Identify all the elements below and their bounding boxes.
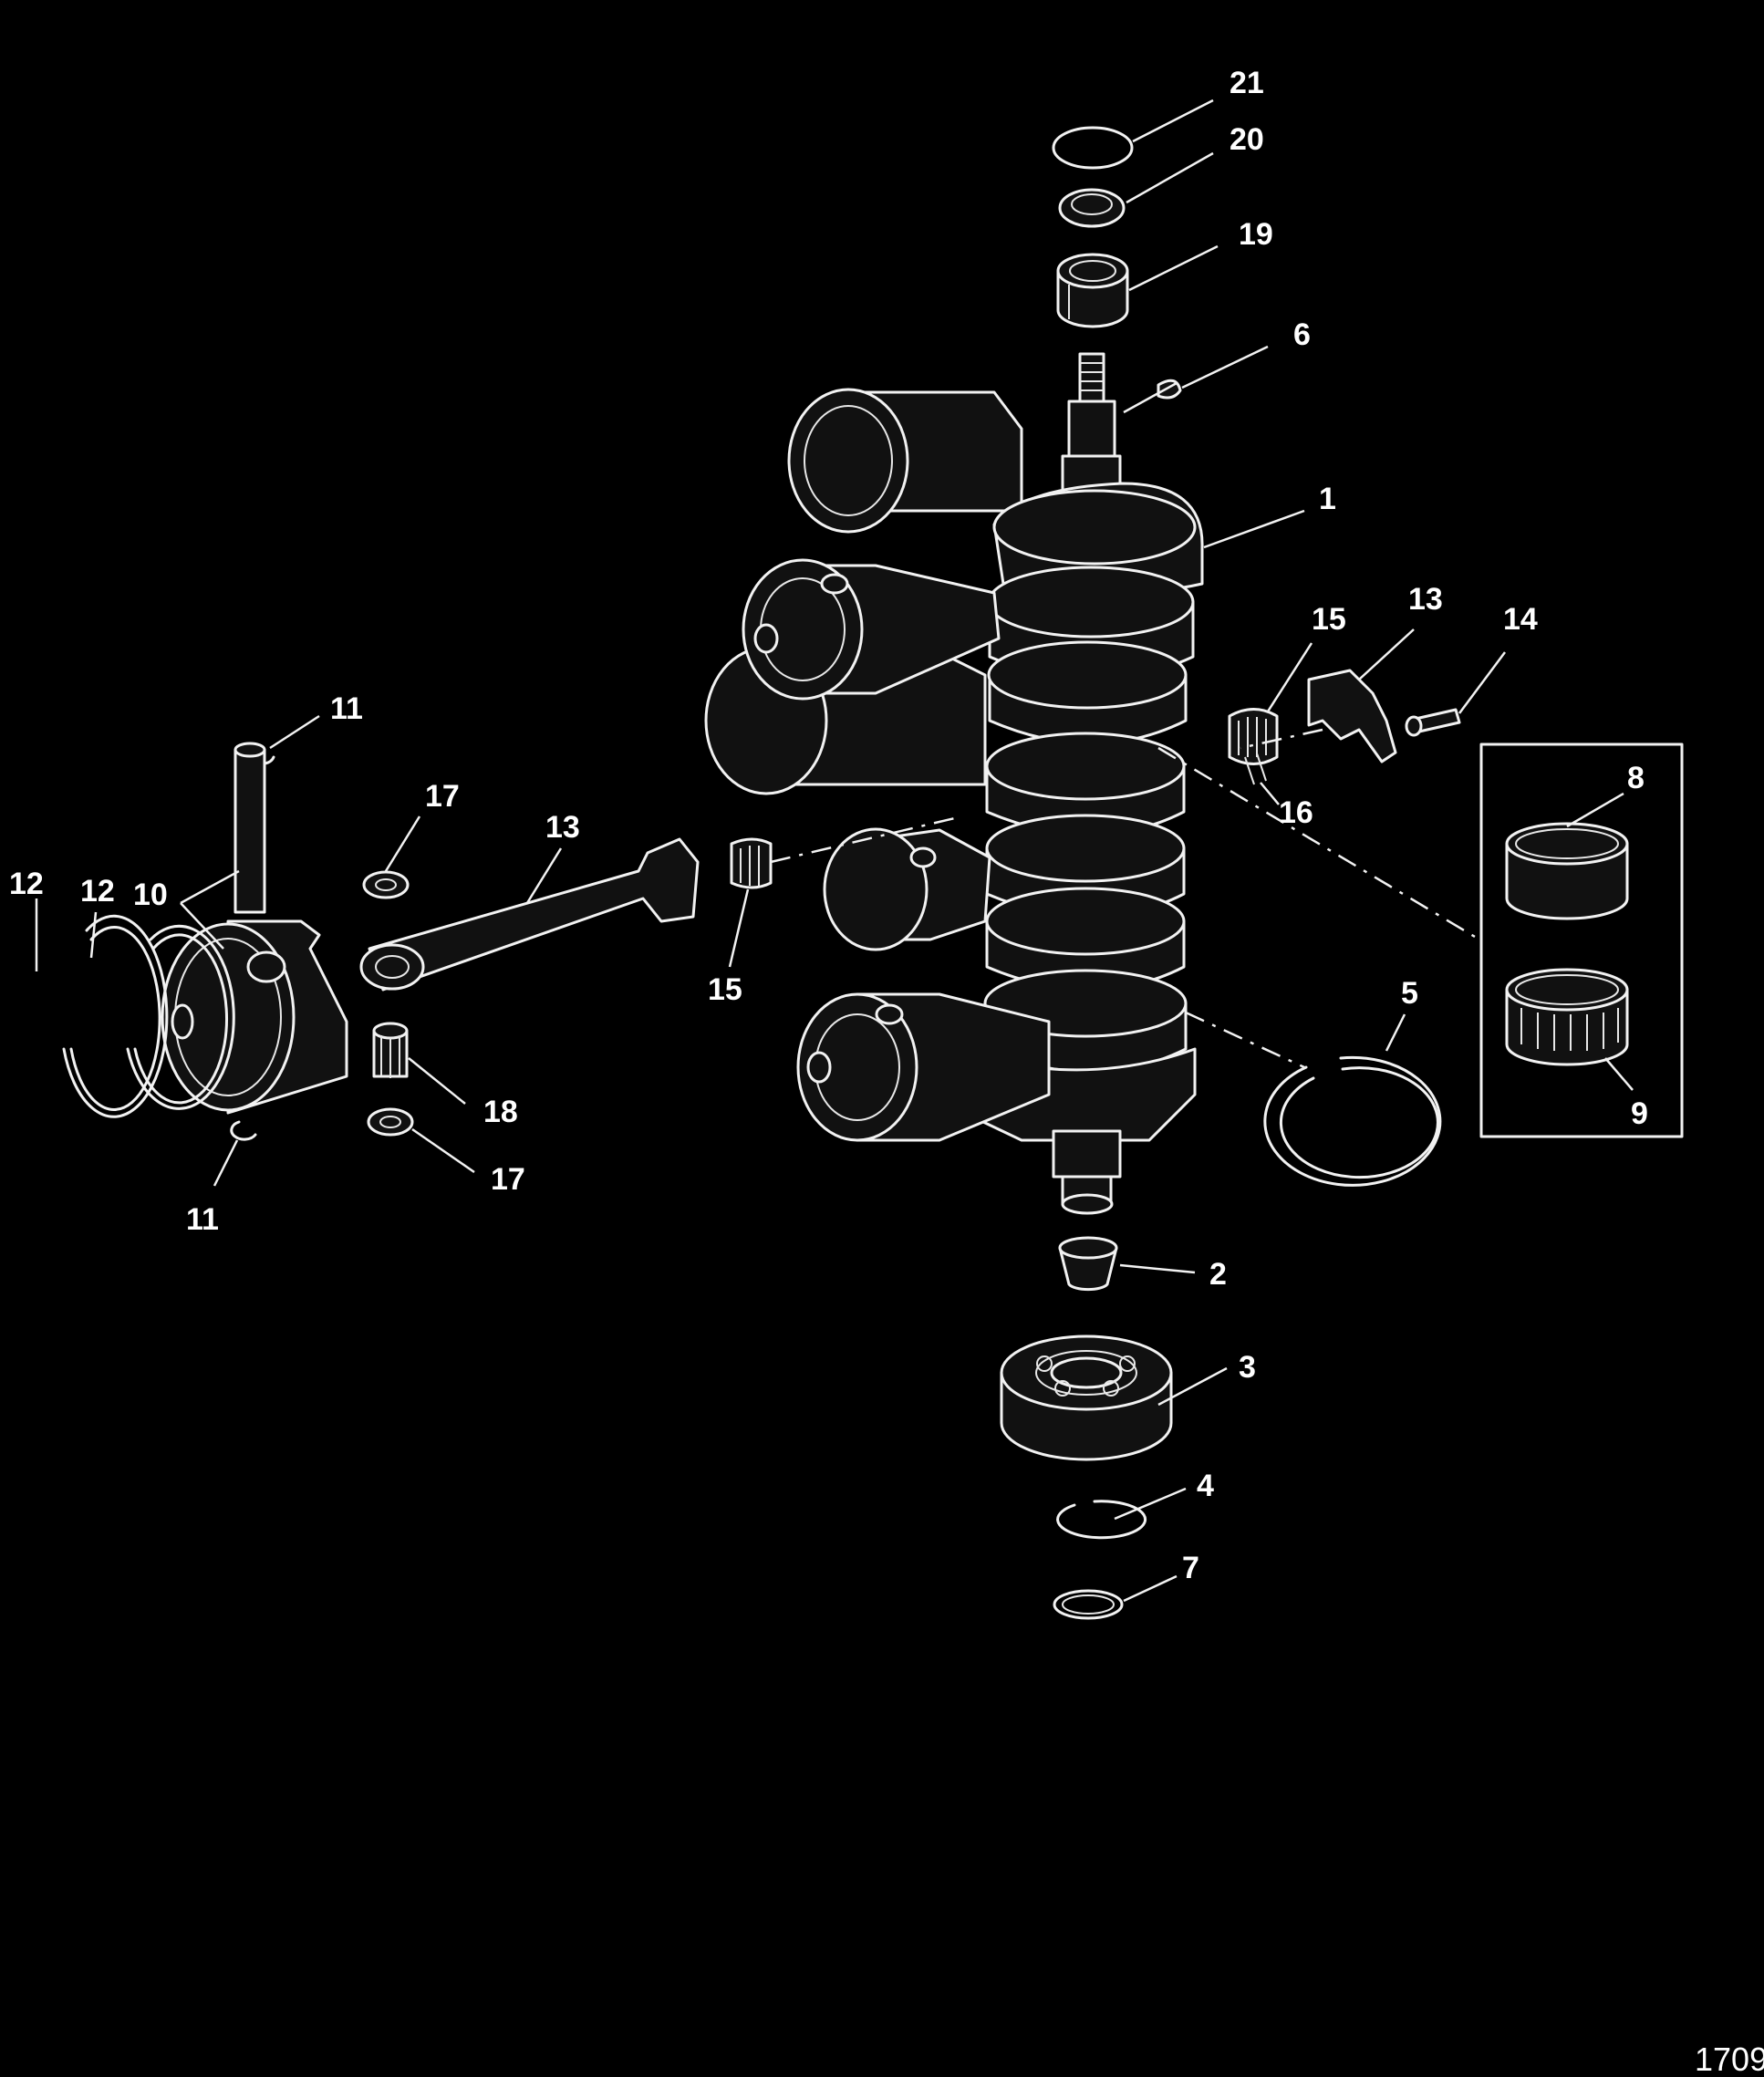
callout-15-left: 15	[708, 972, 742, 1007]
part-12-piston-ring-outer	[62, 914, 169, 1118]
part-4-retaining-ring	[1056, 1500, 1147, 1540]
part-3-ball-bearing	[1000, 1334, 1173, 1461]
part-15-needle-bearing-right	[1228, 708, 1279, 765]
callout-12-inner: 12	[80, 874, 115, 909]
callout-13-right: 13	[1408, 582, 1443, 617]
callout-11-bottom: 11	[186, 1202, 219, 1237]
bearing-inset-box	[1479, 743, 1684, 1138]
part-10-piston	[161, 919, 348, 1115]
piston-front-2	[823, 827, 991, 951]
leader-lines	[35, 99, 1634, 1603]
figure-id: 17095	[1695, 2041, 1764, 2077]
part-7-o-ring	[1053, 1589, 1124, 1620]
part-5-retaining-ring	[1263, 1055, 1442, 1187]
callout-11-top: 11	[330, 691, 363, 726]
callout-7: 7	[1182, 1551, 1199, 1585]
callout-10: 10	[133, 878, 168, 912]
part-18-needle-bearing	[372, 1022, 409, 1078]
callout-3: 3	[1239, 1350, 1256, 1385]
part-10-piston-pin	[233, 742, 266, 914]
callout-15-right: 15	[1312, 602, 1346, 637]
part-2-sleeve	[1058, 1236, 1118, 1292]
callout-13-left: 13	[545, 810, 580, 845]
part-6-woodruff-key	[1157, 379, 1182, 400]
callout-17-bottom: 17	[491, 1162, 525, 1197]
part-14-rod-bolt	[1405, 708, 1461, 737]
callout-6: 6	[1293, 317, 1311, 352]
callout-19: 19	[1239, 217, 1273, 252]
part-11-circlip-bottom	[230, 1120, 257, 1141]
callout-5: 5	[1401, 976, 1418, 1011]
part-13-rod-cap	[1307, 669, 1397, 763]
piston-front-1	[742, 558, 1001, 701]
part-9-roller-bearing	[1505, 968, 1629, 1066]
callout-18: 18	[483, 1095, 518, 1129]
callout-14: 14	[1503, 602, 1538, 637]
crank-webs	[981, 482, 1204, 1142]
callout-20: 20	[1230, 122, 1264, 157]
callout-4: 4	[1197, 1469, 1214, 1503]
part-15-needle-bearing-left	[730, 837, 773, 889]
callout-16: 16	[1279, 795, 1313, 830]
part-16-locating-pin	[1244, 753, 1267, 785]
part-21-seal-cap	[1052, 126, 1134, 170]
part-12-piston-ring-inner	[126, 924, 235, 1110]
callout-2: 2	[1209, 1257, 1227, 1292]
callout-1: 1	[1319, 482, 1336, 516]
callout-12-outer: 12	[9, 867, 44, 901]
part-17-thrust-washer-top	[362, 870, 410, 899]
piston-front-3	[796, 992, 1051, 1142]
alignment-lines	[770, 728, 1480, 1069]
crankshaft-assembly	[704, 352, 1204, 1215]
part-17-thrust-washer-bottom	[367, 1107, 414, 1137]
callout-17-top: 17	[425, 779, 460, 814]
part-8-bearing-race	[1505, 822, 1629, 920]
callout-21: 21	[1230, 66, 1264, 100]
part-19-sleeve-bearing	[1056, 253, 1129, 328]
part-20-oil-seal	[1058, 188, 1126, 228]
callout-8: 8	[1627, 761, 1645, 795]
piston-back-upper	[787, 388, 1023, 534]
callout-9: 9	[1631, 1096, 1648, 1131]
callout-labels: 21 20 19 6 1 15 13 14 16 8 9 5 11 17 13 …	[9, 66, 1648, 1585]
part-13-connecting-rod	[359, 837, 700, 992]
